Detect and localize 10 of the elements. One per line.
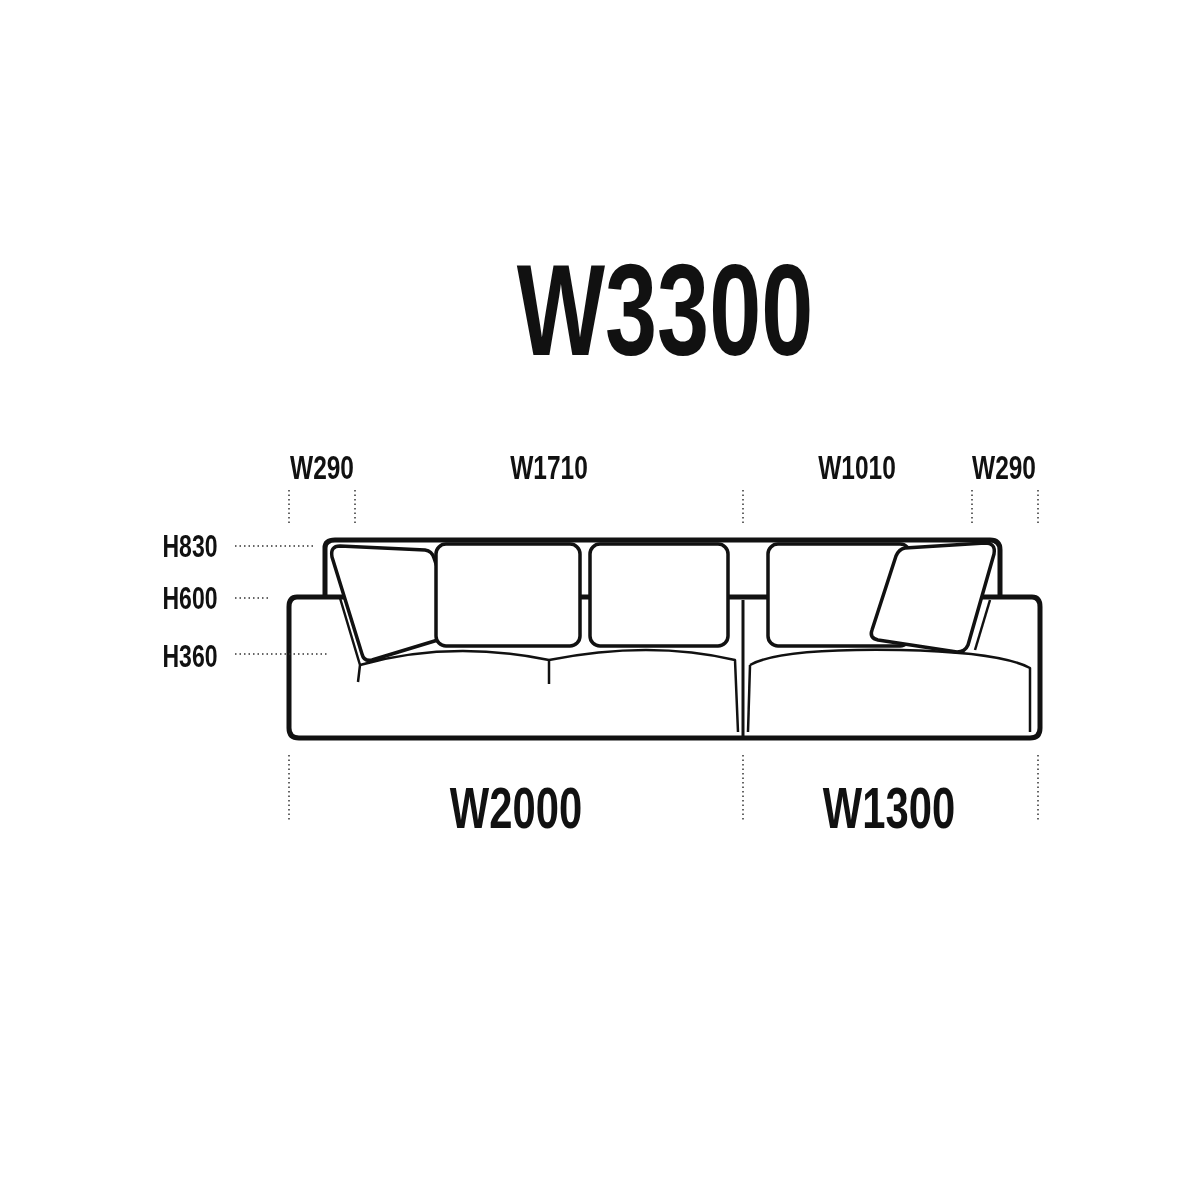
dimension-label: W290	[290, 450, 354, 484]
dimension-label: H600	[162, 582, 218, 614]
dimension-label: H830	[162, 530, 218, 562]
dimension-label: W290	[972, 450, 1036, 484]
main-width-label: W3300	[516, 245, 814, 375]
dimension-label: W2000	[449, 779, 583, 837]
dimension-label: W1710	[510, 450, 588, 484]
dimension-label: H360	[162, 640, 218, 672]
dimension-label: W1010	[818, 450, 896, 484]
dimension-label: W1300	[822, 779, 956, 837]
